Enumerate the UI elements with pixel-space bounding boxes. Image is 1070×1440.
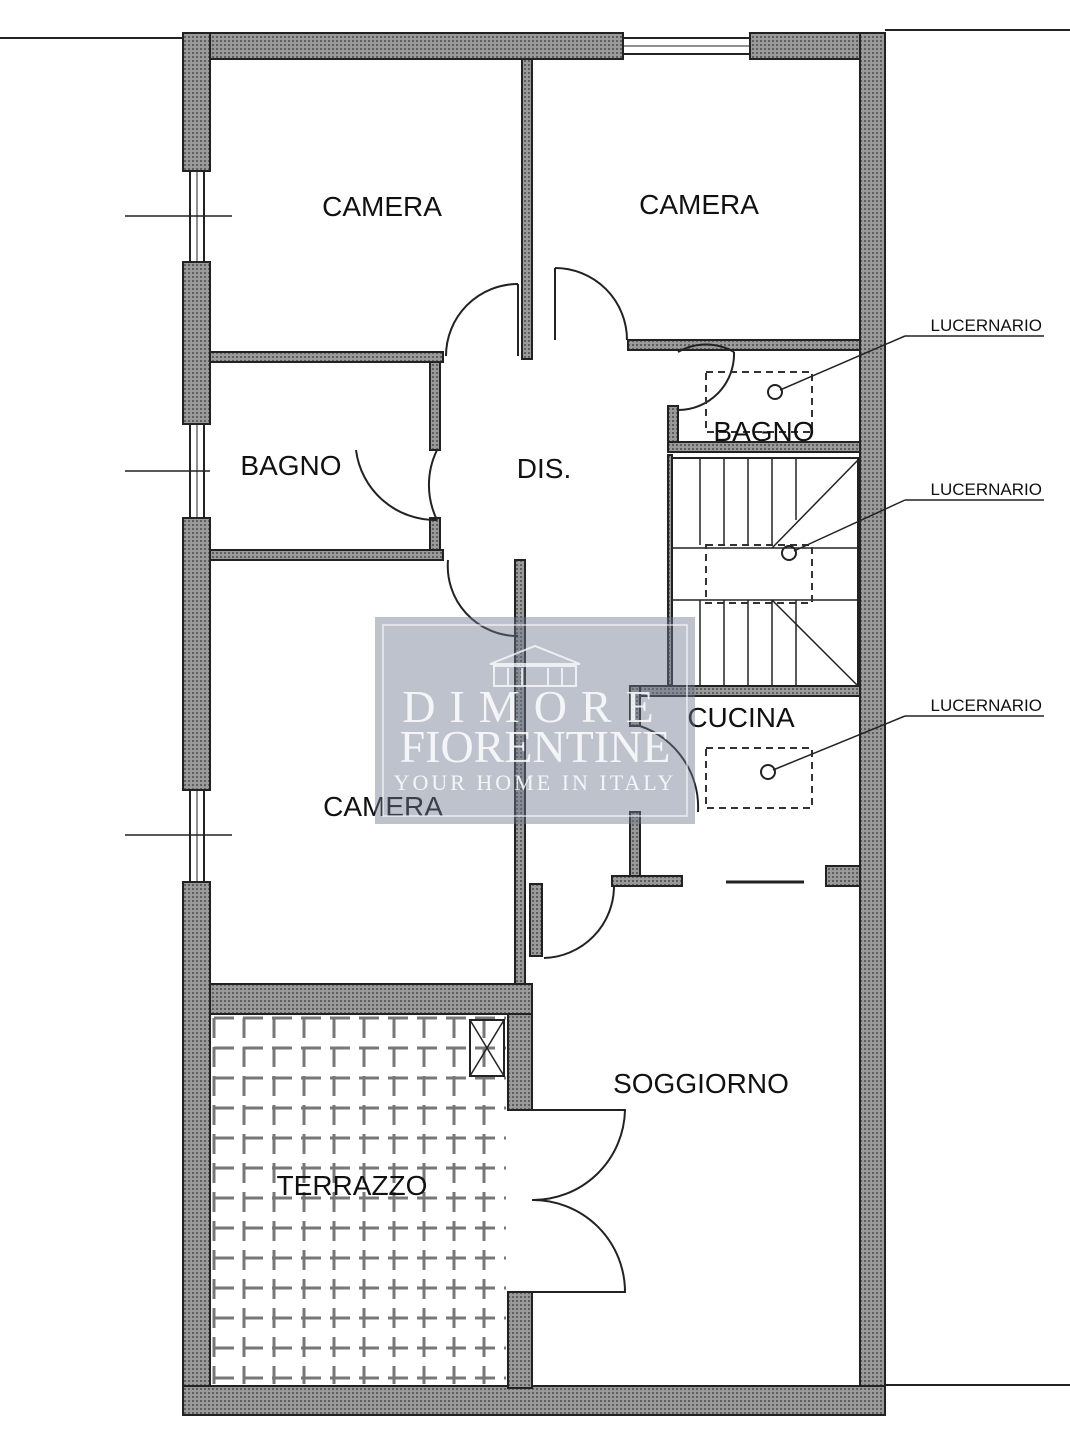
- skylight-label-2: LUCERNARIO: [931, 480, 1042, 499]
- room-label-camera-top-left: CAMERA: [322, 191, 442, 222]
- skylights: [705, 335, 1044, 809]
- skylight-label-3: LUCERNARIO: [931, 696, 1042, 715]
- terrace-tiling: [212, 1016, 506, 1384]
- staircase: [671, 457, 859, 687]
- watermark-line-2: FIORENTINE: [400, 721, 671, 772]
- door-swings: [355, 267, 804, 1293]
- watermark-line-3: YOUR HOME IN ITALY: [394, 770, 677, 795]
- room-label-terrazzo: TERRAZZO: [277, 1170, 428, 1201]
- room-label-bagno-right: BAGNO: [713, 416, 814, 447]
- windows: [125, 37, 751, 883]
- room-label-dis: DIS.: [517, 453, 571, 484]
- skylight-label-1: LUCERNARIO: [931, 316, 1042, 335]
- room-label-cucina: CUCINA: [687, 702, 795, 733]
- room-label-soggiorno: SOGGIORNO: [613, 1068, 789, 1099]
- interior-walls: [209, 58, 861, 1389]
- watermark-line-1: DIMORE: [402, 681, 667, 732]
- watermark-logo: DIMORE FIORENTINE YOUR HOME IN ITALY: [375, 617, 695, 824]
- exterior-walls: [182, 32, 886, 1416]
- room-label-camera-top-right: CAMERA: [639, 189, 759, 220]
- floor-drain: [469, 1019, 505, 1077]
- room-label-bagno-left: BAGNO: [240, 450, 341, 481]
